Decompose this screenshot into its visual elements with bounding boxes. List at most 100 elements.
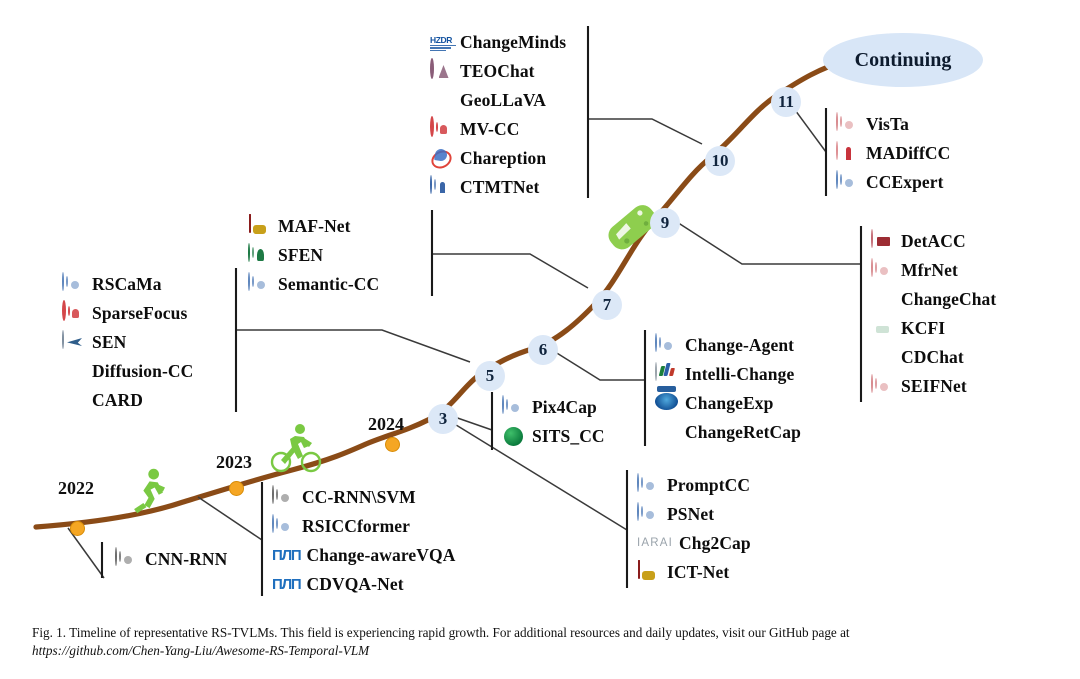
seal-blue-icon <box>836 170 859 194</box>
timeline-node-3[interactable]: 3 <box>428 404 458 434</box>
seal-gray-icon <box>272 485 295 509</box>
continuing-label: Continuing <box>823 33 983 87</box>
year-dot-2024 <box>385 437 400 452</box>
book-red-icon <box>871 229 894 253</box>
shield-navy-icon <box>871 288 894 311</box>
tower-blue-icon <box>430 175 453 199</box>
list-item[interactable]: Diffusion-CC <box>62 357 193 386</box>
list-item[interactable]: VisTa <box>836 110 950 139</box>
model-label: MfrNet <box>901 259 958 280</box>
rtower-red-icon <box>836 141 859 165</box>
model-label: SFEN <box>278 244 324 265</box>
runner-icon <box>134 468 165 514</box>
list-item[interactable]: CNN-RNN <box>115 545 227 574</box>
list-item[interactable]: ПЛП Change-awareVQA <box>272 541 455 570</box>
list-item[interactable]: DetACC <box>871 227 996 256</box>
list-item[interactable]: CTMTNet <box>430 173 566 202</box>
model-label: CTMTNet <box>460 176 540 197</box>
model-label: Chareption <box>460 147 547 168</box>
model-label: ChangeChat <box>901 288 997 309</box>
list-item[interactable]: PSNet <box>637 500 751 529</box>
list-item[interactable]: CCExpert <box>836 168 950 197</box>
list-item[interactable]: Change-Agent <box>655 331 801 360</box>
model-label: PSNet <box>667 503 715 524</box>
timeline-node-7[interactable]: 7 <box>592 290 622 320</box>
list-item[interactable]: KCFI <box>871 314 996 343</box>
list-item[interactable]: CARD <box>62 386 193 415</box>
model-label: CDChat <box>901 346 964 367</box>
timeline-node-11[interactable]: 11 <box>771 87 801 117</box>
list-item[interactable]: Semantic-CC <box>248 270 379 299</box>
list-item[interactable]: ПЛП CDVQA-Net <box>272 570 455 599</box>
list-item[interactable]: PromptCC <box>637 471 751 500</box>
cyclist-icon <box>270 424 322 473</box>
seal-red-icon <box>871 374 894 398</box>
list-item[interactable]: MV-CC <box>430 115 566 144</box>
list-item[interactable]: RSCaMa <box>62 270 193 299</box>
list-item[interactable]: ChangeExp <box>655 389 801 418</box>
model-label: Change-Agent <box>685 334 795 355</box>
list-item[interactable]: ChangeChat <box>871 285 996 314</box>
list-item[interactable]: MADiffCC <box>836 139 950 168</box>
cluster-pix4cap: Pix4Cap SITS_CC <box>502 393 605 451</box>
list-item[interactable]: ICT-Net <box>637 558 751 587</box>
hzdr-logo-icon: HZDR <box>430 34 456 54</box>
seal-blue-icon <box>637 473 660 497</box>
model-label: MAF-Net <box>278 215 351 236</box>
list-item[interactable]: CDChat <box>871 343 996 372</box>
list-item[interactable]: SITS_CC <box>502 422 605 451</box>
list-item[interactable]: ChangeRetCap <box>655 418 801 447</box>
list-item[interactable]: Pix4Cap <box>502 393 605 422</box>
list-item[interactable]: SparseFocus <box>62 299 193 328</box>
list-item[interactable]: GeoLLaVA <box>430 86 566 115</box>
list-item[interactable]: MAF-Net <box>248 212 379 241</box>
timeline-node-9[interactable]: 9 <box>650 208 680 238</box>
model-label: Diffusion-CC <box>92 360 194 381</box>
model-label: KCFI <box>901 317 946 338</box>
tum-logo-icon: ПЛП <box>272 576 302 593</box>
checkered-flag-icon <box>871 346 894 369</box>
snowflake-icon <box>62 389 85 412</box>
list-item[interactable]: RSICCformer <box>272 512 455 541</box>
swirl-icon <box>430 147 453 170</box>
list-item[interactable]: CC-RNN\SVM <box>272 483 455 512</box>
list-item[interactable]: SEIFNet <box>871 372 996 401</box>
list-item[interactable]: SFEN <box>248 241 379 270</box>
list-item[interactable]: IARAI Chg2Cap <box>637 529 751 558</box>
list-item[interactable]: SEN <box>62 328 193 357</box>
list-item[interactable]: TEOChat <box>430 57 566 86</box>
model-label: CC-RNN\SVM <box>302 486 416 507</box>
cluster-changeminds: HZDR ChangeMinds TEOChat GeoLLaVA MV-CC … <box>430 28 566 202</box>
model-label: GeoLLaVA <box>460 89 547 110</box>
timeline-node-10[interactable]: 10 <box>705 146 735 176</box>
reddisc-icon <box>655 421 678 444</box>
year-label-2023: 2023 <box>216 452 252 472</box>
seal-blue-icon <box>272 514 295 538</box>
model-label: Semantic-CC <box>278 273 380 294</box>
model-label: CNN-RNN <box>145 548 228 569</box>
timeline-node-5[interactable]: 5 <box>475 361 505 391</box>
caption-text: Fig. 1. Timeline of representative RS-TV… <box>32 625 850 640</box>
year-label-2022: 2022 <box>58 478 94 498</box>
list-item[interactable]: MfrNet <box>871 256 996 285</box>
list-item[interactable]: HZDR ChangeMinds <box>430 28 566 57</box>
seal-blue-icon <box>62 272 85 296</box>
list-item[interactable]: Chareption <box>430 144 566 173</box>
year-label-2024: 2024 <box>368 414 404 434</box>
badge-blue-icon <box>655 392 678 415</box>
seal-red-icon <box>836 112 859 136</box>
model-label: MV-CC <box>460 118 520 139</box>
model-label: Change-awareVQA <box>306 544 456 565</box>
seal-gray-icon <box>115 547 138 571</box>
model-label: Intelli-Change <box>685 363 795 384</box>
timeline-node-6[interactable]: 6 <box>528 335 558 365</box>
caption-link[interactable]: https://github.com/Chen-Yang-Liu/Awesome… <box>32 643 370 658</box>
model-label: RSICCformer <box>302 515 411 536</box>
tri-stripe-icon <box>655 362 678 386</box>
model-label: MADiffCC <box>866 142 951 163</box>
seal-blue-icon <box>637 502 660 526</box>
list-item[interactable]: Intelli-Change <box>655 360 801 389</box>
model-label: ChangeMinds <box>460 31 567 52</box>
model-label: RSCaMa <box>92 273 162 294</box>
crest-icon <box>248 214 271 238</box>
